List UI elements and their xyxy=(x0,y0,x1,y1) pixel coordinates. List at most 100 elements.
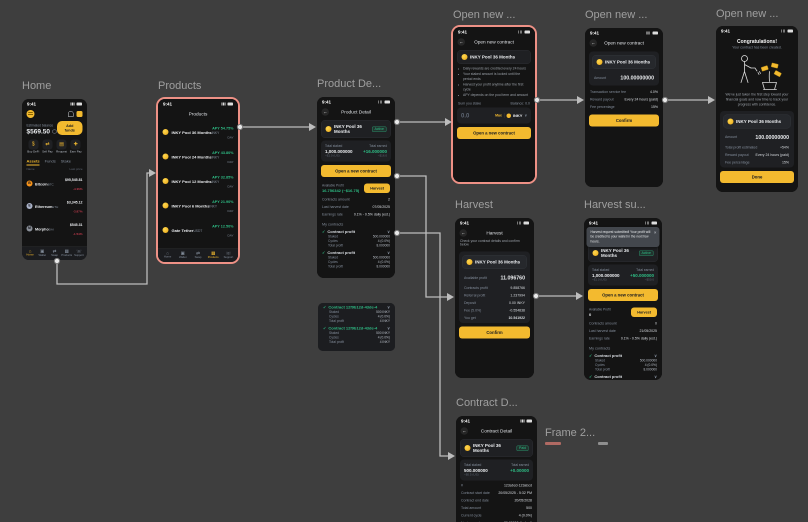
asset-row[interactable]: B BitcoinBTC $95,545.81-4.36% xyxy=(22,172,87,195)
total-staked: 1,000.000000 xyxy=(325,149,353,154)
product-chip[interactable]: INKY Pool 36 Months Active xyxy=(321,120,391,138)
done-button[interactable]: Done xyxy=(720,170,794,183)
frame-label-open-new-confirm[interactable]: Open new ... xyxy=(585,9,648,21)
tab-funds[interactable]: Funds xyxy=(44,159,56,164)
frame-harvest[interactable]: 9:41 ←Harvest Check your contract detail… xyxy=(455,218,534,378)
nav-wallet[interactable]: ▣Wallet xyxy=(175,251,190,260)
quick-action-icon: ✚ xyxy=(70,139,81,150)
max-button[interactable]: Max xyxy=(495,113,502,118)
amount-input[interactable]: 0.0 Max INKY ∨ xyxy=(457,107,531,124)
products-list: INKY Pool 36 MonthsINKY APY 54.75%DAY IN… xyxy=(158,120,238,263)
frame-label-products[interactable]: Products xyxy=(158,80,202,92)
congrats-subtitle: Your contract has been created. xyxy=(732,46,782,50)
tab-stake[interactable]: Stake xyxy=(60,159,71,164)
frame-home[interactable]: 9:41 Estimated balance $569.50 Add funds xyxy=(22,99,87,260)
close-toast-icon[interactable]: × xyxy=(653,230,657,235)
product-row[interactable]: INKY Pool 12 MonthsINKY APY 32.85%DAY xyxy=(158,169,238,194)
frame-label-frame2[interactable]: Frame 2... xyxy=(545,427,596,439)
back-button[interactable]: ← xyxy=(459,229,467,237)
nav-home[interactable]: ⌂Home xyxy=(160,251,175,260)
back-button[interactable]: ← xyxy=(321,108,329,116)
profile-avatar-icon[interactable] xyxy=(76,111,83,117)
frame-label-product-detail[interactable]: Product De... xyxy=(317,78,382,90)
battery-icon xyxy=(652,31,658,35)
asset-symbol: ETH xyxy=(52,205,59,209)
product-row[interactable]: INKY Pool 6 MonthsINKY APY 21.90%DAY xyxy=(158,193,238,218)
nav-wallet[interactable]: ▣Wallet xyxy=(36,249,48,258)
frame-label-home[interactable]: Home xyxy=(22,80,52,92)
signal-icon xyxy=(221,102,226,106)
add-funds-button[interactable]: Add funds xyxy=(57,121,83,135)
asset-change: -3.87% xyxy=(72,210,83,214)
open-contract-button[interactable]: Open a new contract xyxy=(321,165,391,177)
nav-home[interactable]: ⌂Home xyxy=(24,249,36,258)
frame-label-open-new-success[interactable]: Open new ... xyxy=(716,8,779,20)
confirm-button[interactable]: Confirm xyxy=(589,114,659,127)
product-chip: INKY Pool 36 Months xyxy=(592,55,656,69)
product-row[interactable]: INKY Pool 36 MonthsINKY APY 54.75%DAY xyxy=(158,120,238,145)
product-row[interactable]: Gate TetherUSDT APY 12.50%DAY xyxy=(158,218,238,243)
paid-badge: Paid xyxy=(516,445,529,451)
confirm-button[interactable]: Confirm xyxy=(459,326,530,339)
product-chip[interactable]: INKY Pool 36 Months Active xyxy=(588,244,658,262)
frame-label-contract-detail[interactable]: Contract D... xyxy=(456,397,518,409)
token-selector[interactable]: INKY xyxy=(512,113,523,118)
nav-swap[interactable]: ⇄Swap xyxy=(190,251,205,260)
quick-action-button[interactable]: ⇄ Sell Pay xyxy=(41,139,55,154)
open-contract-button[interactable]: Open a new contract xyxy=(588,289,658,301)
balance-value: $569.50 xyxy=(26,127,51,136)
frame-label-harvest[interactable]: Harvest xyxy=(455,199,493,211)
frame-contract-detail[interactable]: 9:41 ←Contract Detail INKY Pool 36 Month… xyxy=(456,416,537,522)
amount-value[interactable]: 0.0 xyxy=(461,112,470,120)
product-period: DAY xyxy=(227,185,234,189)
frame-harvest-success[interactable]: 9:41 Harvest request submitted! Your pro… xyxy=(584,218,662,380)
eye-icon[interactable] xyxy=(52,129,57,134)
detail-row-fee: Fee (5.0%)-0.554838 xyxy=(464,309,525,313)
harvest-button[interactable]: Harvest xyxy=(631,307,657,317)
nav-support[interactable]: ☏Support xyxy=(221,251,236,260)
product-row[interactable]: INKY Pool 24 MonthsINKY APY 43.80%DAY xyxy=(158,144,238,169)
frame-label-open-new-form[interactable]: Open new ... xyxy=(453,9,516,21)
asset-row[interactable]: M MorphoDAI $545.31-1.54% xyxy=(22,217,87,240)
nav-products[interactable]: ▦Products xyxy=(206,251,221,260)
quick-action-icon: $ xyxy=(28,139,39,150)
nav-support[interactable]: ☏Support xyxy=(74,248,84,258)
available-profit: 16.756342 (~$16.75) xyxy=(322,188,360,193)
chevron-icon: ∨ xyxy=(654,374,657,380)
harvest-button[interactable]: Harvest xyxy=(364,183,390,193)
back-button[interactable]: ← xyxy=(589,39,597,47)
product-apy: APY 43.80% xyxy=(212,150,234,155)
term-item: Your staked amount is locked until the p… xyxy=(463,72,530,83)
nav-products[interactable]: ▦Products xyxy=(61,248,73,258)
notifications-bell-icon[interactable] xyxy=(68,111,74,117)
quick-action-button[interactable]: ✚ Earn Pay xyxy=(69,139,83,154)
asset-price: $3,345.12 xyxy=(66,200,83,205)
frame-product-detail[interactable]: 9:41 ←Product Detail INKY Pool 36 Months… xyxy=(317,97,395,278)
quick-action-button[interactable]: ▤ Request xyxy=(55,139,69,154)
frame-label-harvest-success[interactable]: Harvest su... xyxy=(584,199,646,211)
product-symbol: INKY xyxy=(211,180,220,184)
back-button[interactable]: ← xyxy=(457,38,465,46)
quick-action-button[interactable]: $ Buy DeFi xyxy=(27,139,41,154)
profit-label: Available profit xyxy=(464,276,487,280)
back-button[interactable]: ← xyxy=(460,427,468,435)
tab-assets[interactable]: Assets xyxy=(26,159,40,166)
frame-products[interactable]: 9:41 Products INKY Pool 36 MonthsINKY AP… xyxy=(158,99,238,262)
open-contract-submit-button[interactable]: Open a new contract xyxy=(457,127,531,140)
frame-open-new-confirm[interactable]: 9:41 ←Open new contract INKY Pool 36 Mon… xyxy=(585,28,663,187)
frame-open-new-form[interactable]: 9:41 ←Open new contract INKY Pool 36 Mon… xyxy=(453,27,535,182)
nav-swap[interactable]: ⇄Swap xyxy=(48,249,60,258)
congrats-title: Congratulations! xyxy=(737,39,777,45)
asset-row[interactable]: E EthereumETH $3,345.12-3.87% xyxy=(22,195,87,218)
frame-open-new-success[interactable]: 9:41 Congratulations! Your contract has … xyxy=(716,26,798,192)
